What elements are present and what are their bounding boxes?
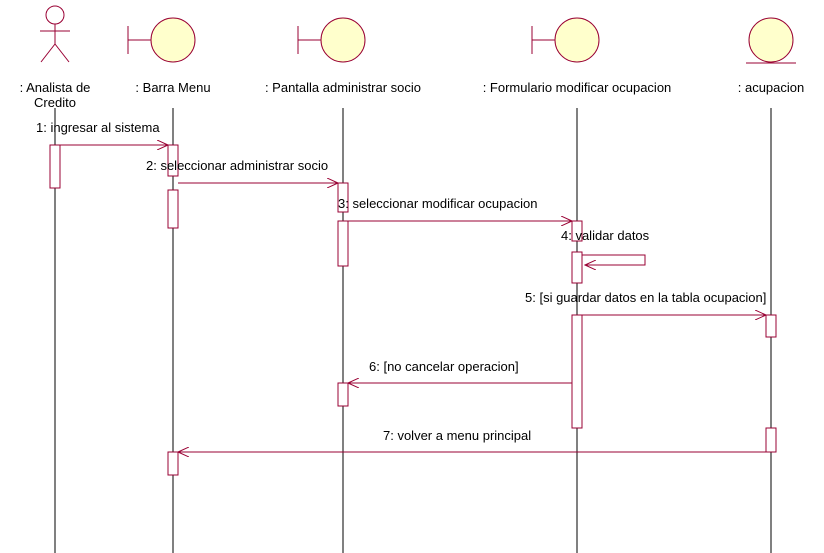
activation-bar xyxy=(49,144,61,189)
participant-label-line: : Pantalla administrar socio xyxy=(265,80,421,95)
boundary-circle xyxy=(320,17,366,63)
activation-bar xyxy=(167,144,179,177)
message-label: 2: seleccionar administrar socio xyxy=(146,158,328,173)
boundary-icon xyxy=(531,17,600,63)
participant-label-line: : Formulario modificar ocupacion xyxy=(483,80,672,95)
message-arrow xyxy=(582,254,646,265)
boundary-circle xyxy=(554,17,600,63)
message-label: 7: volver a menu principal xyxy=(383,428,531,443)
activation-bar xyxy=(167,189,179,229)
activation-bar xyxy=(167,451,179,476)
actor-right-leg xyxy=(54,43,70,63)
actor-head xyxy=(45,5,65,25)
boundary-icon xyxy=(127,17,196,63)
message-label: 6: [no cancelar operacion] xyxy=(369,359,519,374)
activation-bar xyxy=(571,251,583,284)
activation-bar xyxy=(337,182,349,213)
actor-icon xyxy=(40,5,70,63)
activation-bar xyxy=(571,314,583,429)
participant-label-line: Credito xyxy=(34,95,76,110)
activation-bar xyxy=(337,220,349,267)
activation-bar xyxy=(337,382,349,407)
participant-label-formulario: : Formulario modificar ocupacion xyxy=(483,80,672,95)
activation-bar xyxy=(765,427,777,453)
activation-bar xyxy=(765,314,777,338)
participant-label-line: : Barra Menu xyxy=(135,80,210,95)
actor-left-leg xyxy=(40,43,56,63)
boundary-circle xyxy=(150,17,196,63)
participant-label-line: : acupacion xyxy=(738,80,805,95)
entity-icon xyxy=(746,17,796,64)
participant-label-line: : Analista de xyxy=(20,80,91,95)
message-label: 1: ingresar al sistema xyxy=(36,120,160,135)
message-label: 3: seleccionar modificar ocupacion xyxy=(338,196,537,211)
message-label: 4: validar datos xyxy=(561,228,650,243)
participant-label-barra: : Barra Menu xyxy=(135,80,210,95)
participant-label-acupacion: : acupacion xyxy=(738,80,805,95)
entity-circle xyxy=(748,17,794,63)
boundary-icon xyxy=(297,17,366,63)
participant-label-pantalla: : Pantalla administrar socio xyxy=(265,80,421,95)
activation-bar xyxy=(571,220,583,242)
message-label: 5: [si guardar datos en la tabla ocupaci… xyxy=(525,290,766,305)
